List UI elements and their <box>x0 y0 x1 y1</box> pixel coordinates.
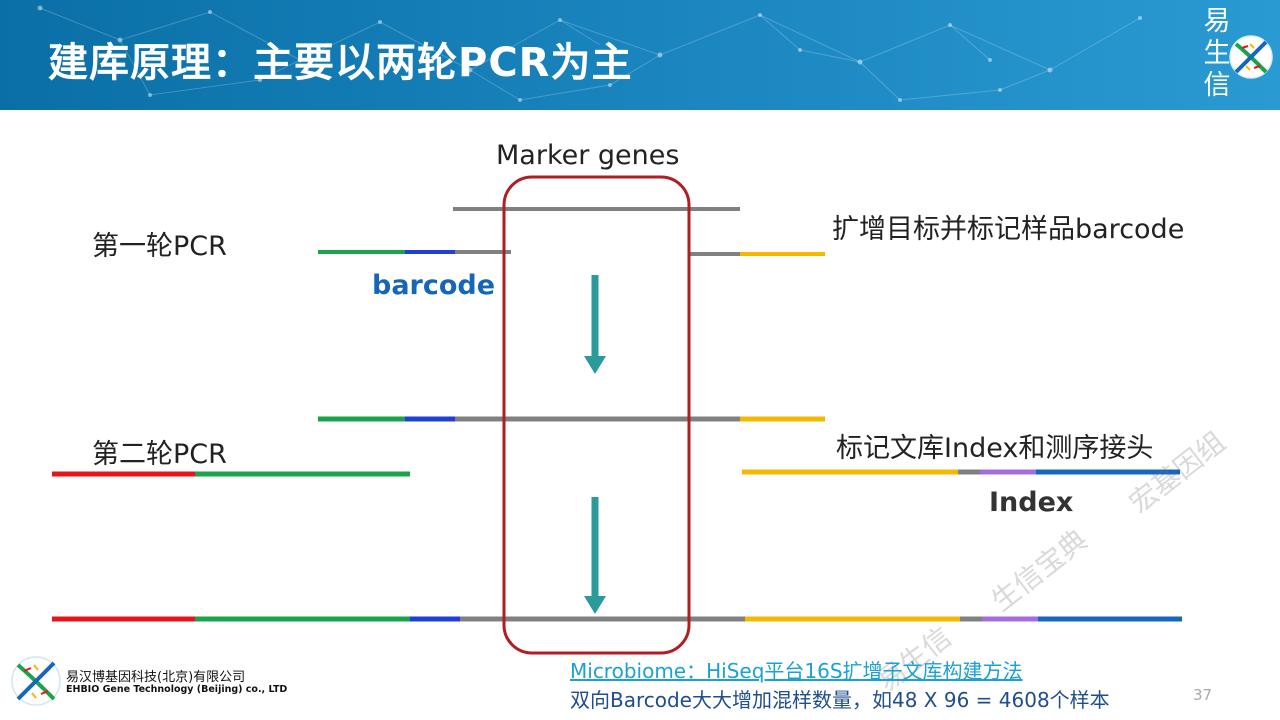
marker-genes-label: Marker genes <box>496 140 680 171</box>
index-label: Index <box>989 487 1074 518</box>
marker-genes-box <box>502 175 691 655</box>
round1-description: 扩增目标并标记样品barcode <box>832 214 1185 245</box>
brand-logo-icon <box>1229 35 1273 79</box>
round2-description: 标记文库Index和测序接头 <box>836 433 1154 464</box>
brand-char: 易 <box>1203 6 1231 37</box>
page-title: 建库原理：主要以两轮PCR为主 <box>48 40 633 86</box>
pcr-diagram <box>52 175 1182 655</box>
page-number: 37 <box>1193 686 1213 704</box>
network-background-decoration <box>37 5 1142 102</box>
company-name-cn: 易汉博基因科技(北京)有限公司 <box>66 670 246 685</box>
down-arrow-icon <box>584 596 606 614</box>
round1-label: 第一轮PCR <box>92 231 227 262</box>
header-banner: 建库原理：主要以两轮PCR为主 易 生 信 <box>0 0 1280 110</box>
brand-char: 生 <box>1203 38 1231 69</box>
round2-label: 第二轮PCR <box>92 439 227 470</box>
reference-link[interactable]: Microbiome：HiSeq平台16S扩增子文库构建方法 <box>570 659 1023 683</box>
brand-char: 信 <box>1203 70 1231 101</box>
content-panel: Marker genes 第一轮PCR 第二轮PCR 扩增目标并标记样品barc… <box>0 110 1280 720</box>
company-logo-icon <box>11 656 61 706</box>
company-name-en: EHBIO Gene Technology (Beijing) co., LTD <box>66 684 288 695</box>
footer-note: 双向Barcode大大增加混样数量，如48 X 96 = 4608个样本 <box>570 688 1110 712</box>
down-arrow-icon <box>584 356 606 374</box>
barcode-label: barcode <box>372 270 496 301</box>
brand-vertical-text: 易 生 信 <box>1197 6 1237 102</box>
